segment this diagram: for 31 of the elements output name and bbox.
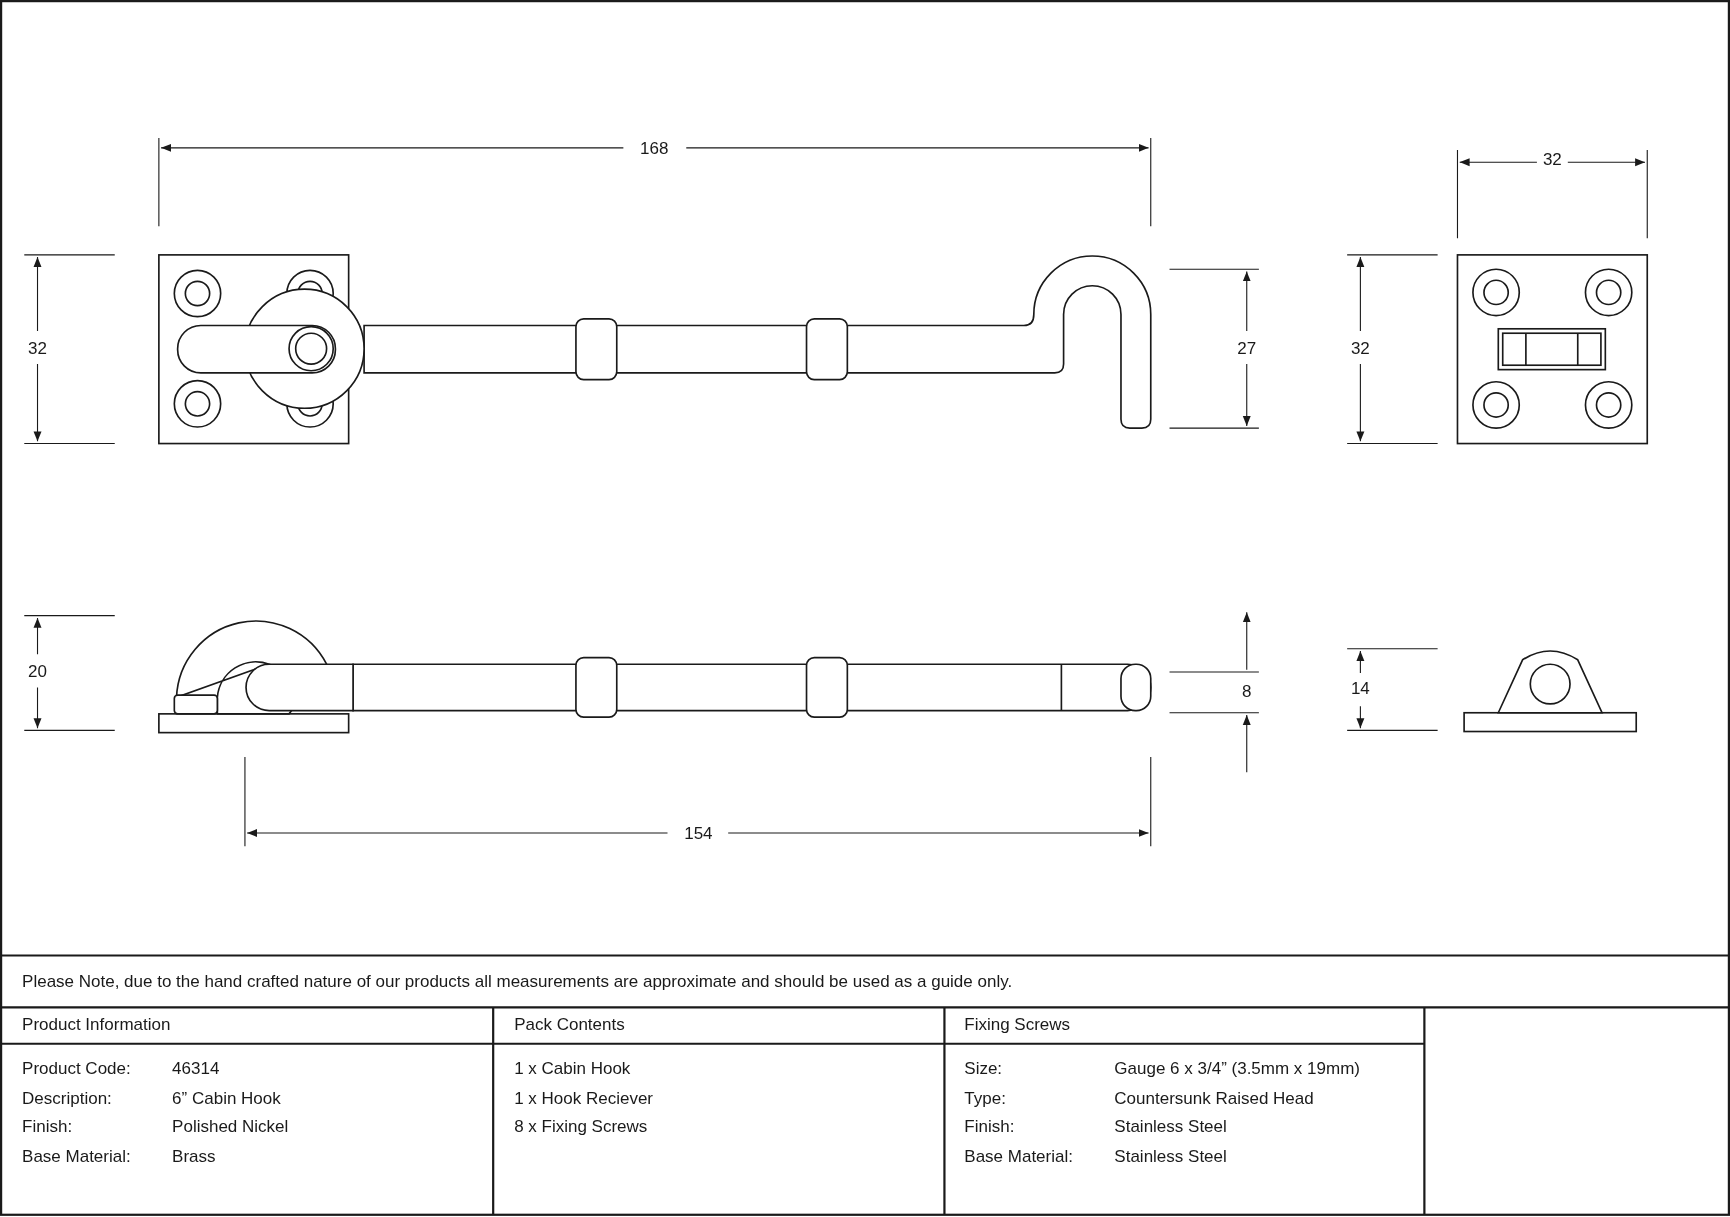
table-heading: Product Information — [22, 1015, 171, 1033]
dimension-label: 154 — [682, 824, 715, 842]
field-label: Type: — [964, 1089, 1006, 1107]
field-label: Finish: — [964, 1118, 1015, 1135]
field-label: Product Code: — [22, 1059, 131, 1077]
field-value: Stainless Steel — [1114, 1118, 1227, 1135]
field-label: Base Material: — [22, 1147, 131, 1165]
field-value: Polished Nickel — [172, 1118, 289, 1135]
dimension-label: 32 — [1540, 150, 1564, 168]
note-text: Please Note, due to the hand crafted nature of our products all measurements are approximate and should be used as a guide only. — [22, 972, 1013, 990]
field-value: Stainless Steel — [1114, 1147, 1227, 1165]
dimension-label: 27 — [1235, 339, 1259, 357]
dimension-label: 8 — [1240, 682, 1254, 700]
table-heading: Pack Contents — [514, 1015, 625, 1033]
dimension-label: 20 — [26, 662, 49, 680]
field-label: Size: — [964, 1059, 1003, 1077]
field-value: 46314 — [172, 1059, 220, 1077]
field-value: Gauge 6 x 3/4” (3.5mm x 19mm) — [1114, 1059, 1360, 1077]
field-label: Finish: — [22, 1118, 73, 1135]
dimension-label: 32 — [1348, 339, 1372, 357]
field-value: Brass — [172, 1147, 216, 1165]
field-label: Description: — [22, 1089, 112, 1107]
pack-item: 1 x Hook Reciever — [514, 1089, 654, 1107]
dimension-label: 168 — [638, 139, 671, 157]
field-label: Base Material: — [964, 1147, 1073, 1165]
field-value: 6” Cabin Hook — [172, 1089, 281, 1107]
pack-item: 8 x Fixing Screws — [514, 1118, 648, 1135]
pack-item: 1 x Cabin Hook — [514, 1059, 631, 1077]
dimension-label: 32 — [26, 339, 49, 357]
field-value: Countersunk Raised Head — [1114, 1089, 1314, 1107]
table-heading: Fixing Screws — [964, 1015, 1071, 1033]
